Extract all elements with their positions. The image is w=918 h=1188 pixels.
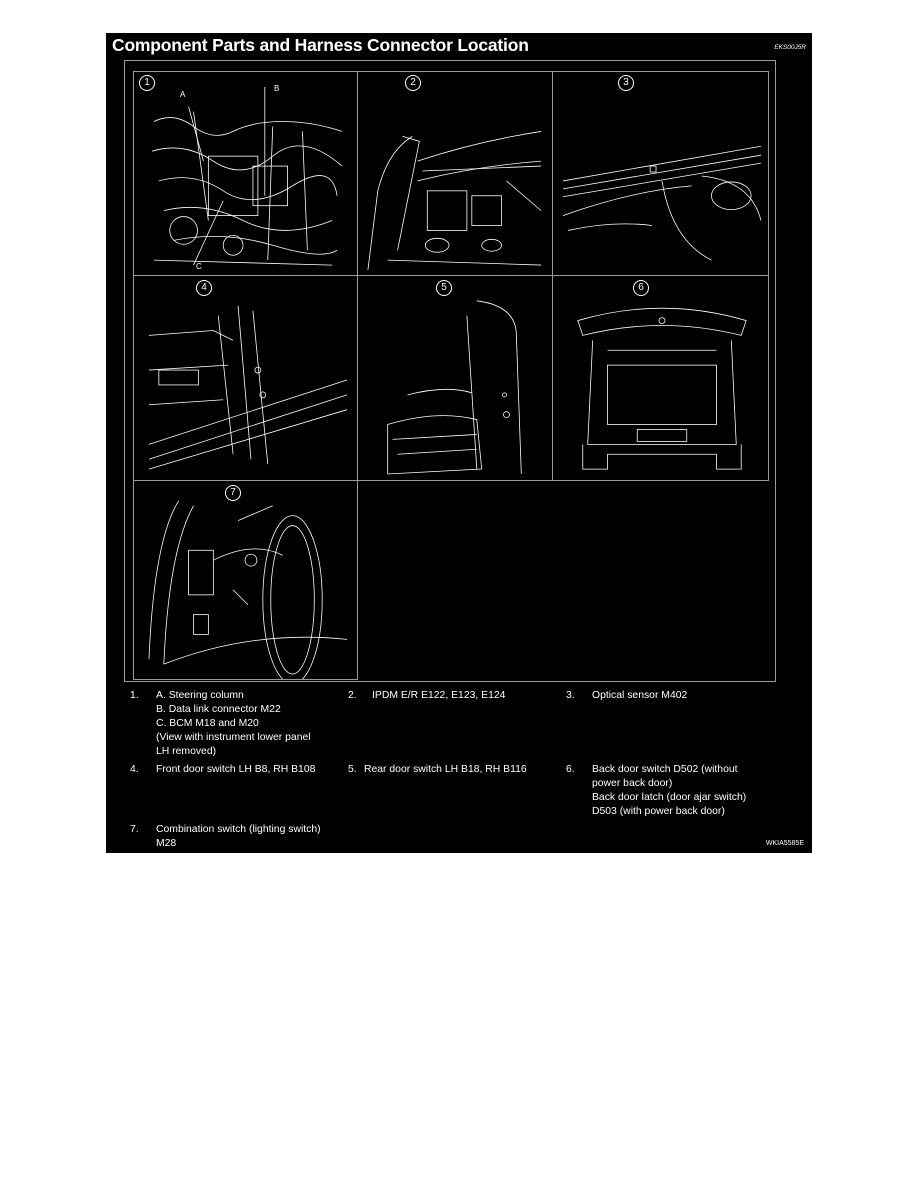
panel-steering-column: 1 A B C (133, 71, 358, 276)
steering-column-illustration (151, 86, 343, 266)
panel-number: 5 (436, 280, 452, 296)
back-door-illustration (577, 307, 747, 470)
legend-number: 1. (130, 690, 139, 701)
legend-number: 5. (348, 764, 357, 775)
panel-number: 4 (196, 280, 212, 296)
legend-text: IPDM E/R E122, E123, E124 (372, 690, 506, 701)
diagram-sheet: Component Parts and Harness Connector Lo… (106, 33, 812, 853)
legend-text: A. Steering column (156, 690, 244, 701)
legend-number: 2. (348, 690, 357, 701)
engine-room-illustration (367, 131, 542, 271)
front-door-illustration (148, 305, 348, 470)
windshield-illustration (562, 145, 762, 261)
legend-text: (View with instrument lower panel (156, 732, 311, 743)
legend-text: M28 (156, 838, 177, 849)
panel-number: 7 (225, 485, 241, 501)
legend-text: C. BCM M18 and M20 (156, 718, 259, 729)
panel-rear-door-switch: 5 (357, 275, 553, 481)
legend-text: Front door switch LH B8, RH B108 (156, 764, 316, 775)
legend-text: Combination switch (lighting switch) (156, 824, 321, 835)
page-title: Component Parts and Harness Connector Lo… (112, 35, 529, 55)
callout-b: B (274, 84, 280, 93)
panel-back-door: 6 (552, 275, 769, 481)
callout-c: C (196, 262, 202, 271)
legend-number: 6. (566, 764, 575, 775)
legend-text: Rear door switch LH B18, RH B116 (364, 764, 527, 775)
panel-number: 1 (139, 75, 155, 91)
panel-ipdm: 2 (357, 71, 553, 276)
legend-text: Back door latch (door ajar switch) (592, 792, 747, 803)
panel-number: 6 (633, 280, 649, 296)
panel-combination-switch: 7 (133, 480, 358, 680)
legend-text: D503 (with power back door) (592, 806, 725, 817)
panel-optical-sensor: 3 (552, 71, 769, 276)
figure-frame (124, 60, 776, 682)
legend-text: Back door switch D502 (without (592, 764, 738, 775)
panel-number: 2 (405, 75, 421, 91)
legend-number: 4. (130, 764, 139, 775)
panel-front-door-switch: 4 (133, 275, 358, 481)
legend-number: 3. (566, 690, 575, 701)
rear-seat-illustration (387, 300, 522, 475)
legend-text: Optical sensor M402 (592, 690, 688, 701)
panel-number: 3 (618, 75, 634, 91)
legend-text: B. Data link connector M22 (156, 704, 281, 715)
legend-number: 7. (130, 824, 139, 835)
section-code: EKS00J5R (774, 44, 806, 51)
legend-text: power back door) (592, 778, 673, 789)
figure-reference: WKIA5585E (765, 840, 804, 847)
combination-switch-illustration (148, 500, 348, 679)
figure-grid: 1 A B C (133, 71, 769, 680)
callout-a: A (180, 90, 186, 99)
legend-text: LH removed) (156, 746, 217, 757)
